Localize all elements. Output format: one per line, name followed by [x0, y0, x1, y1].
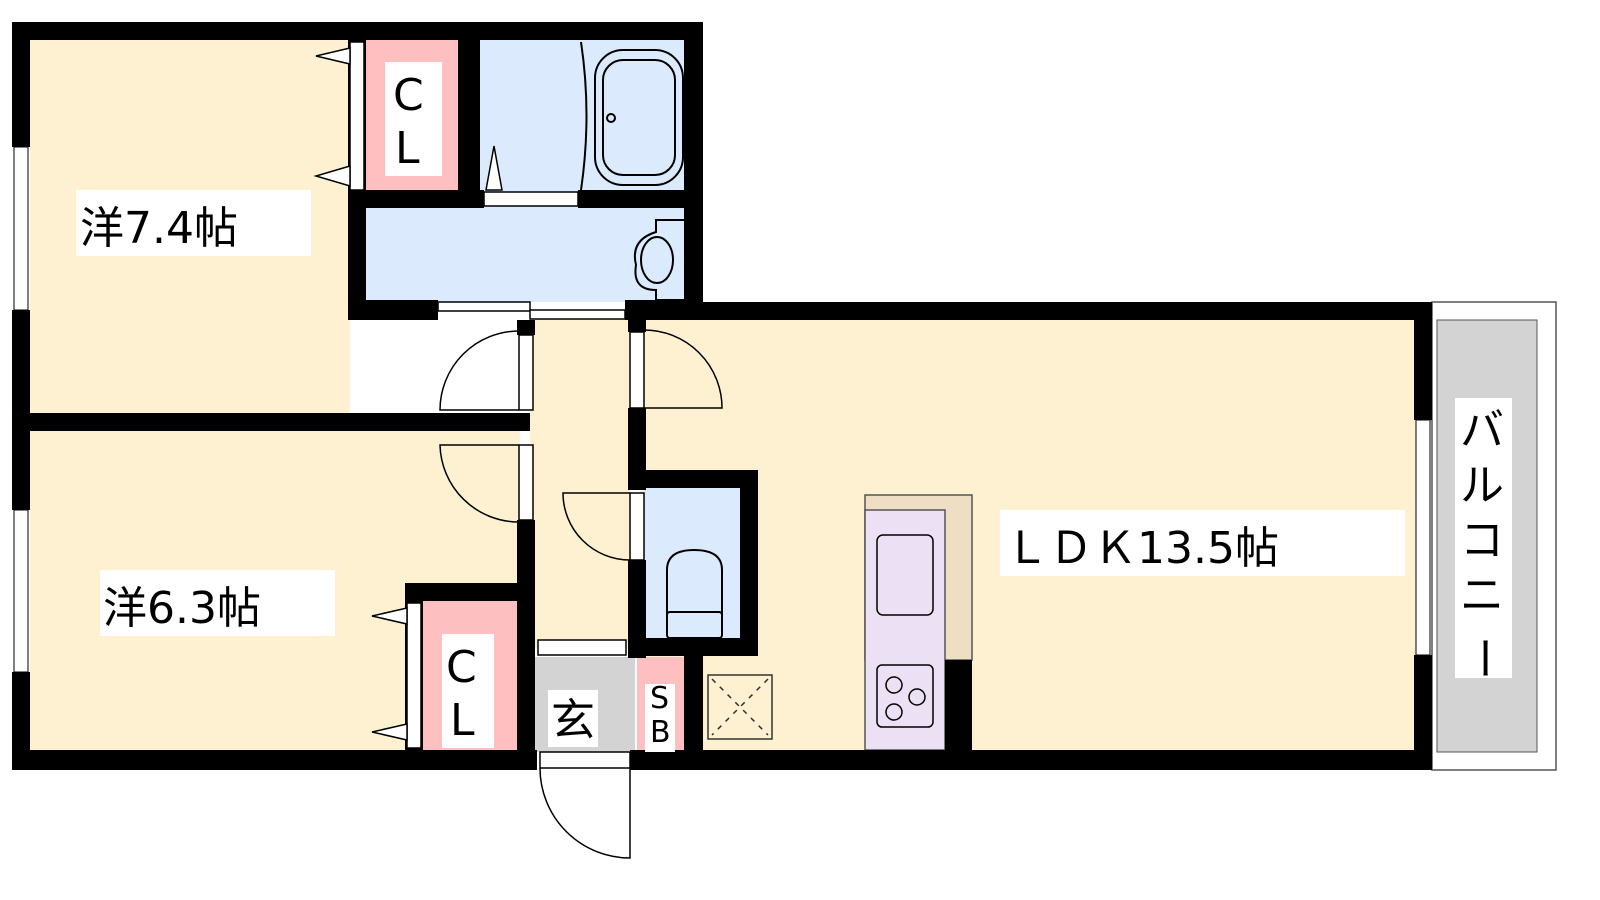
label-balcony-1: バ: [1460, 405, 1504, 456]
bathroom: [478, 40, 686, 192]
stove-icon: [876, 664, 934, 728]
label-western-1: 洋7.4帖: [80, 203, 238, 254]
sink-icon: [876, 534, 934, 616]
toilet-icon: [666, 548, 723, 639]
label-closet-1-c: C: [393, 70, 424, 121]
washbasin-icon: [634, 219, 684, 301]
label-balcony-5: ー: [1458, 636, 1509, 680]
fridge-space-icon: [707, 674, 773, 740]
label-entrance: 玄: [551, 695, 595, 746]
bathtub-icon: [580, 41, 684, 191]
label-balcony-2: ル: [1460, 460, 1504, 511]
hallway: [530, 318, 630, 648]
label-shoebox-b: B: [650, 715, 671, 750]
label-balcony-4: ニ: [1460, 570, 1504, 621]
walls: [12, 22, 1432, 770]
label-closet-1-l: L: [395, 123, 420, 174]
windows: [13, 146, 1431, 673]
label-balcony-3: コ: [1460, 515, 1504, 566]
label-closet-2-c: C: [446, 642, 477, 693]
label-shoebox-s: S: [650, 681, 669, 716]
kitchen: [864, 509, 946, 751]
washroom: [366, 206, 686, 302]
doors[interactable]: [313, 41, 723, 859]
label-western-2: 洋6.3帖: [103, 583, 261, 634]
label-closet-2-l: L: [450, 695, 475, 746]
label-ldk: ＬＤＫ13.5帖: [1005, 523, 1279, 574]
